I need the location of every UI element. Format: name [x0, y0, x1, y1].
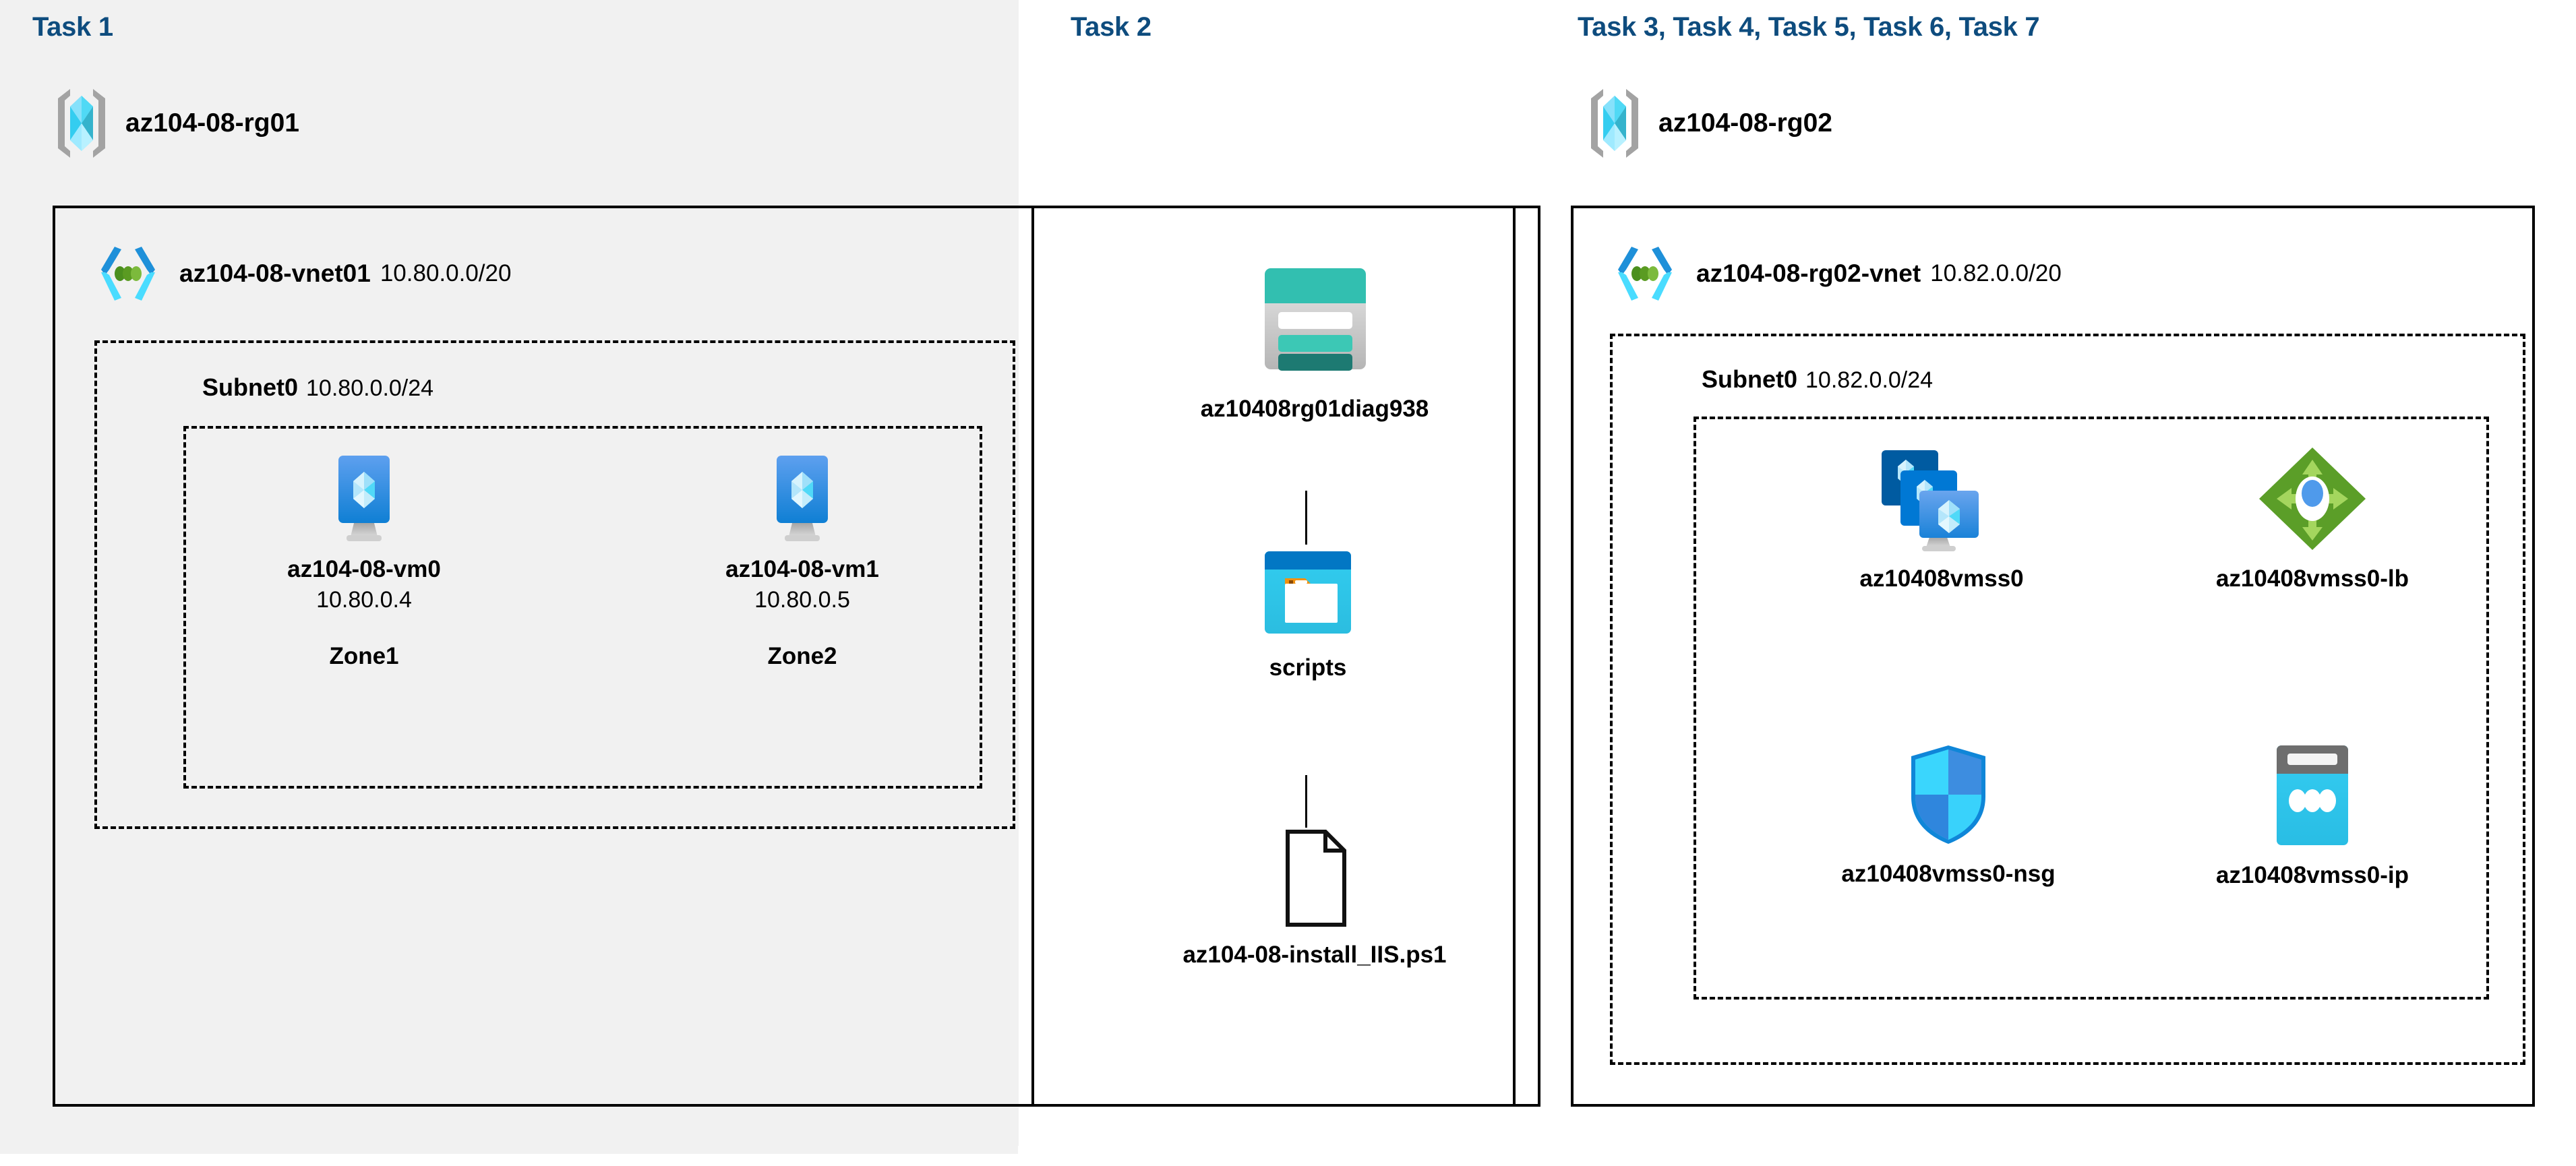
- resource-group-icon: [53, 86, 111, 160]
- network-security-group-icon: [1905, 741, 1992, 848]
- vnet-name: az104-08-vnet01: [179, 259, 371, 287]
- virtual-network-vnet02: az104-08-rg02-vnet 10.82.0.0/20: [1611, 243, 2062, 305]
- connector-container-to-file: [1305, 775, 1307, 828]
- subnet-cidr: 10.80.0.0/24: [306, 375, 434, 401]
- virtual-network-icon: [1611, 243, 1679, 305]
- vm-ip: 10.80.0.5: [754, 587, 850, 613]
- subnet0-label-vnet01: Subnet0 10.80.0.0/24: [202, 373, 433, 402]
- subnet0-boundary-vnet01: [94, 340, 1015, 829]
- vnet-cidr: 10.82.0.0/20: [1930, 260, 2062, 286]
- nsg-node: az10408vmss0-nsg: [1807, 741, 2090, 888]
- vm-name: az104-08-vm1: [725, 556, 879, 582]
- storage-account-icon: [1253, 263, 1377, 383]
- public-ip-address-icon: [2262, 741, 2363, 849]
- vm-zone: Zone1: [329, 643, 399, 670]
- blob-container-node: scripts: [1187, 547, 1429, 681]
- script-file-node: az104-08-install_IIS.ps1: [1139, 828, 1490, 969]
- subnet-cidr: 10.82.0.0/24: [1805, 367, 1934, 393]
- storage-account-name: az10408rg01diag938: [1200, 396, 1429, 422]
- vm-ip: 10.80.0.4: [316, 587, 412, 613]
- vmss-resources-boundary: [1694, 417, 2489, 1000]
- vmss-name: az10408vmss0: [1859, 565, 2024, 592]
- blob-container-name: scripts: [1269, 654, 1347, 681]
- load-balancer-node: az10408vmss0-lb: [2164, 445, 2461, 592]
- availability-zones-boundary: [183, 426, 982, 789]
- task1-label: Task 1: [32, 12, 113, 42]
- subnet0-label-vnet02: Subnet0 10.82.0.0/24: [1702, 365, 1933, 394]
- public-ip-name: az10408vmss0-ip: [2215, 862, 2409, 888]
- virtual-network-vnet01: az104-08-vnet01 10.80.0.0/20: [94, 243, 511, 305]
- vnet-name: az104-08-rg02-vnet: [1696, 259, 1921, 287]
- task2-boundary: [1031, 206, 1540, 1107]
- nsg-name: az10408vmss0-nsg: [1841, 861, 2056, 887]
- load-balancer-icon: [2255, 445, 2370, 553]
- subnet0-boundary-vnet02: [1610, 334, 2525, 1065]
- subnet-name: Subnet0: [202, 373, 299, 401]
- vnet02-boundary: [1571, 206, 2535, 1107]
- virtual-network-icon: [94, 243, 162, 305]
- load-balancer-name: az10408vmss0-lb: [2215, 565, 2409, 592]
- connector-storage-to-container: [1305, 491, 1307, 545]
- task2-label: Task 2: [1071, 12, 1151, 42]
- virtual-machine-icon: [324, 453, 405, 543]
- resource-group-rg01: az104-08-rg01: [53, 86, 299, 160]
- resource-group-rg02: az104-08-rg02: [1586, 86, 1832, 160]
- vmss-node: az10408vmss0: [1800, 445, 2083, 592]
- vm-scale-set-icon: [1878, 445, 2006, 553]
- resource-group-name: az104-08-rg01: [125, 109, 299, 137]
- file-icon: [1271, 828, 1358, 929]
- resource-group-name: az104-08-rg02: [1658, 109, 1832, 137]
- vm-name: az104-08-vm0: [287, 556, 441, 582]
- vnet01-boundary: [53, 206, 1516, 1107]
- blob-container-icon: [1259, 547, 1357, 642]
- vm-zone: Zone2: [767, 643, 837, 670]
- resource-group-icon: [1586, 86, 1644, 160]
- task3-label: Task 3, Task 4, Task 5, Task 6, Task 7: [1578, 12, 2040, 42]
- task3-panel: [0, 0, 1019, 1146]
- vm-node-vm1: az104-08-vm1 10.80.0.5 Zone2: [701, 453, 903, 670]
- storage-account-node: az10408rg01diag938: [1146, 263, 1483, 423]
- subnet-name: Subnet0: [1702, 365, 1798, 393]
- vm-node-vm0: az104-08-vm0 10.80.0.4 Zone1: [263, 453, 465, 670]
- vnet-cidr: 10.80.0.0/20: [380, 260, 512, 286]
- virtual-machine-icon: [762, 453, 843, 543]
- public-ip-node: az10408vmss0-ip: [2178, 741, 2447, 889]
- script-file-name: az104-08-install_IIS.ps1: [1182, 942, 1447, 968]
